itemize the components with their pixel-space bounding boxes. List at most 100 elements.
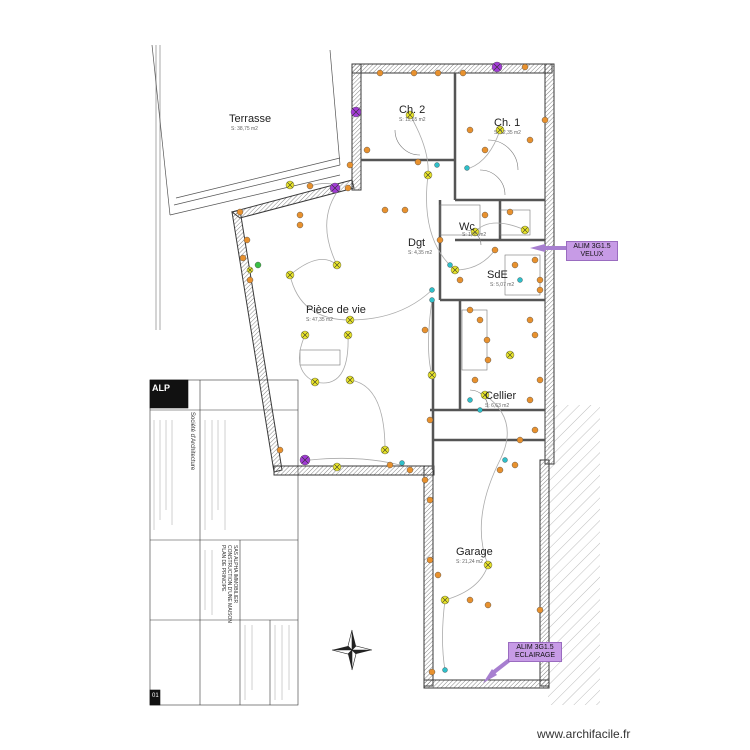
socket-symbol bbox=[401, 206, 409, 214]
socket-symbol bbox=[496, 466, 504, 474]
light-symbol-cross bbox=[301, 331, 309, 339]
legend-text-lines bbox=[155, 45, 161, 330]
room-label-dgt: Dgt bbox=[408, 237, 426, 249]
socket-symbol bbox=[426, 416, 434, 424]
socket-symbol bbox=[246, 276, 254, 284]
cyan-symbol bbox=[502, 457, 508, 463]
purple-symbol-cross bbox=[352, 108, 360, 116]
light-symbol-cross bbox=[521, 226, 529, 234]
socket-symbol bbox=[491, 246, 499, 254]
socket-symbol bbox=[421, 326, 429, 334]
cyan-symbol bbox=[399, 460, 405, 466]
light-symbol-cross bbox=[428, 371, 436, 379]
socket-symbol bbox=[406, 466, 414, 474]
socket-symbol bbox=[363, 146, 371, 154]
watermark: www.archifacile.fr bbox=[537, 727, 631, 741]
socket-symbol bbox=[414, 158, 422, 166]
title-block-project: CONSTRUCTION D'UNE MAISON bbox=[226, 545, 232, 623]
light-symbol-cross bbox=[333, 261, 341, 269]
socket-symbol bbox=[466, 306, 474, 314]
socket-symbol bbox=[481, 146, 489, 154]
title-block-company: Société d'Architecture bbox=[189, 412, 195, 471]
title-block-logo: ALP bbox=[152, 383, 170, 393]
room-area-piece-de-vie: S: 47,35 m2 bbox=[306, 317, 333, 323]
room-label-terrasse: Terrasse bbox=[229, 113, 272, 125]
cyan-symbol bbox=[429, 297, 435, 303]
room-label-sde: SdE bbox=[487, 269, 508, 281]
socket-symbol bbox=[531, 256, 539, 264]
socket-symbol bbox=[476, 316, 484, 324]
title-block-drawing: PLAN DE PRINCIPE bbox=[220, 545, 226, 592]
socket-symbol bbox=[526, 316, 534, 324]
callout-velux-line2: VELUX bbox=[580, 251, 604, 258]
socket-symbol bbox=[421, 476, 429, 484]
north-arrow bbox=[331, 629, 373, 671]
light-symbol-cross bbox=[481, 391, 489, 399]
socket-symbol bbox=[466, 596, 474, 604]
socket-symbol bbox=[471, 376, 479, 384]
socket-symbol bbox=[344, 184, 352, 192]
cyan-symbol bbox=[447, 262, 453, 268]
socket-symbol bbox=[536, 376, 544, 384]
socket-symbol bbox=[484, 356, 492, 364]
socket-symbol bbox=[459, 69, 467, 77]
room-label-ch1: Ch. 1 bbox=[494, 117, 521, 129]
socket-symbol bbox=[531, 331, 539, 339]
light-symbol-cross bbox=[286, 271, 294, 279]
cyan-symbol bbox=[464, 165, 470, 171]
socket-symbol bbox=[456, 276, 464, 284]
room-area-wc: S: 1,55 m2 bbox=[462, 232, 487, 238]
light-symbol-cross bbox=[346, 376, 354, 384]
room-label-ch2: Ch. 2 bbox=[399, 104, 426, 116]
socket-symbol bbox=[531, 426, 539, 434]
socket-symbol bbox=[239, 254, 247, 262]
socket-symbol bbox=[536, 606, 544, 614]
light-symbol-cross bbox=[471, 228, 479, 236]
light-symbol-cross bbox=[424, 171, 432, 179]
light-symbol-cross bbox=[346, 316, 354, 324]
callout-velux-line1: ALIM 3G1.5 bbox=[573, 243, 611, 250]
title-block-lines bbox=[153, 420, 290, 700]
callout-arrows bbox=[483, 244, 566, 683]
room-label-piece-de-vie: Pièce de vie bbox=[306, 304, 366, 316]
room-area-ch1: S: 12,35 m2 bbox=[494, 130, 521, 136]
socket-symbol bbox=[434, 571, 442, 579]
light-symbol-cross bbox=[441, 596, 449, 604]
socket-symbol bbox=[243, 236, 251, 244]
socket-symbol bbox=[483, 336, 491, 344]
callout-eclairage-line1: ALIM 3G1.5 bbox=[516, 644, 554, 651]
socket-symbol bbox=[521, 63, 529, 71]
socket-symbol bbox=[276, 446, 284, 454]
socket-symbol bbox=[386, 461, 394, 469]
light-symbol-cross bbox=[496, 126, 504, 134]
socket-symbol bbox=[296, 221, 304, 229]
socket-symbol bbox=[376, 69, 384, 77]
room-label-garage: Garage bbox=[456, 546, 493, 558]
socket-symbol bbox=[436, 236, 444, 244]
exterior-walls bbox=[230, 63, 555, 689]
interior-walls bbox=[361, 73, 545, 470]
room-area-cellier: S: 6,63 m2 bbox=[485, 403, 510, 409]
socket-symbol bbox=[511, 261, 519, 269]
light-symbol-cross bbox=[344, 331, 352, 339]
socket-symbol bbox=[346, 161, 354, 169]
socket-symbol bbox=[541, 116, 549, 124]
room-label-wc: Wc bbox=[459, 221, 475, 233]
light-symbol-cross bbox=[506, 351, 514, 359]
room-area-terrasse: S: 38,75 m2 bbox=[231, 126, 258, 132]
socket-symbol bbox=[516, 436, 524, 444]
socket-symbol bbox=[306, 182, 314, 190]
light-symbol-cross bbox=[451, 266, 459, 274]
socket-symbol bbox=[466, 126, 474, 134]
socket-symbol bbox=[296, 211, 304, 219]
cyan-symbol bbox=[442, 667, 448, 673]
title-block-sheet: 01 bbox=[152, 693, 159, 699]
light-symbol-cross bbox=[333, 463, 341, 471]
socket-symbol bbox=[236, 208, 244, 216]
purple-symbol-cross bbox=[301, 456, 309, 464]
cyan-symbol bbox=[467, 397, 473, 403]
socket-symbol bbox=[410, 69, 418, 77]
socket-symbol bbox=[426, 556, 434, 564]
socket-symbol bbox=[511, 461, 519, 469]
